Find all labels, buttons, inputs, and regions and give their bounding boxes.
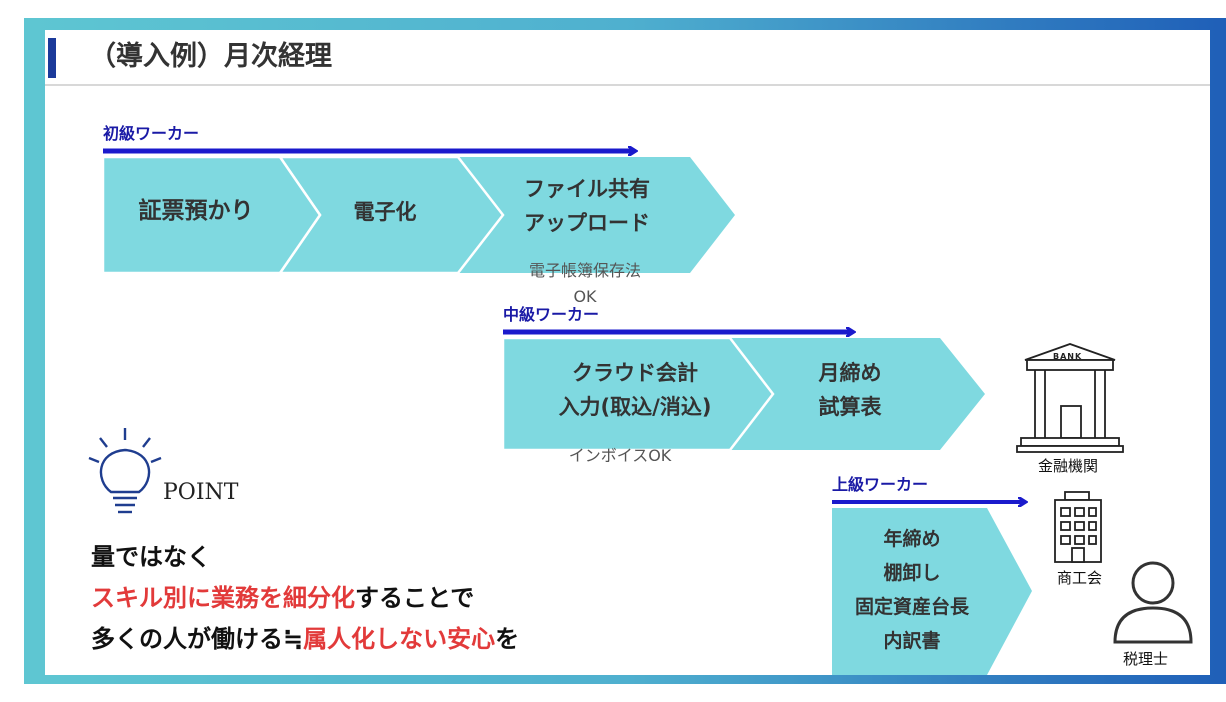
note-electronic-books: 電子帳簿保存法 OK [515,258,655,310]
stage-label-file-share-line1: ファイル共有 [524,177,650,201]
stage-label-monthly-close-line2: 試算表 [818,395,882,419]
advanced-worker-label: 上級ワーカー [832,475,929,494]
chevron-beginner-1 [101,155,322,275]
note-electronic-books-line2: OK [573,287,597,306]
chevron-intermediate-2 [730,338,985,450]
tax-accountant-caption: 税理士 [1123,650,1169,668]
note-electronic-books-line1: 電子帳簿保存法 [528,261,641,280]
bank-sign: BANK [1053,352,1083,361]
stage-label-monthly-close: 月締め 試算表 [775,356,925,424]
chevron-beginner-3 [458,157,735,273]
message-line-2-highlight: スキル別に業務を細分化 [91,584,355,612]
message-line-2: スキル別に業務を細分化することで [91,578,474,613]
chevron-intermediate-1 [501,336,775,452]
office-building-icon [1054,491,1102,563]
bank-icon [1016,343,1124,453]
stage-label-year-end-line1: 年締め [883,528,941,550]
message-line-3: 多くの人が働ける≒属人化しない安心を [91,619,519,654]
message-line-3-pre: 多くの人が働ける≒ [91,625,304,653]
stage-label-file-share-line2: アップロード [524,211,650,235]
chamber-caption: 商工会 [1057,569,1103,587]
stage-label-year-end: 年締め 棚卸し 固定資産台長 内訳書 [837,522,987,658]
lightbulb-icon [88,428,162,514]
stage-label-receipt-storage: 証票預かり [138,198,254,224]
message-line-3-highlight: 属人化しない安心 [303,625,496,653]
beginner-worker-label: 初級ワーカー [103,124,200,143]
point-label: POINT [163,480,239,505]
stage-label-year-end-line4: 内訳書 [883,630,941,652]
stage-label-digitize: 電子化 [353,200,417,224]
note-invoice: インボイスOK [568,446,672,465]
message-line-1: 量ではなく [91,543,211,571]
stage-label-cloud-accounting-line1: クラウド会計 [572,361,698,385]
message-line-3-post: を [495,625,520,653]
title-bar: （導入例）月次経理 [45,30,1210,86]
person-icon [1113,561,1193,644]
stage-label-monthly-close-line1: 月締め [818,361,882,385]
intermediate-stages [501,336,985,452]
stage-label-cloud-accounting-line2: 入力(取込/消込) [558,395,712,419]
stage-label-cloud-accounting: クラウド会計 入力(取込/消込) [515,356,755,424]
bank-caption: 金融機関 [1038,457,1099,475]
stage-label-file-share: ファイル共有 アップロード [497,172,677,240]
beginner-stages [101,155,735,275]
stage-label-year-end-line2: 棚卸し [883,562,941,584]
message-line-2-rest: することで [355,584,475,612]
title-accent-bar [48,38,56,78]
intermediate-worker-label: 中級ワーカー [503,305,600,324]
stage-label-year-end-line3: 固定資産台長 [854,596,969,618]
process-diagram [88,30,1193,675]
chevron-advanced [832,508,1032,675]
page-title: （導入例）月次経理 [89,41,332,72]
slide: （導入例）月次経理 [45,30,1210,675]
